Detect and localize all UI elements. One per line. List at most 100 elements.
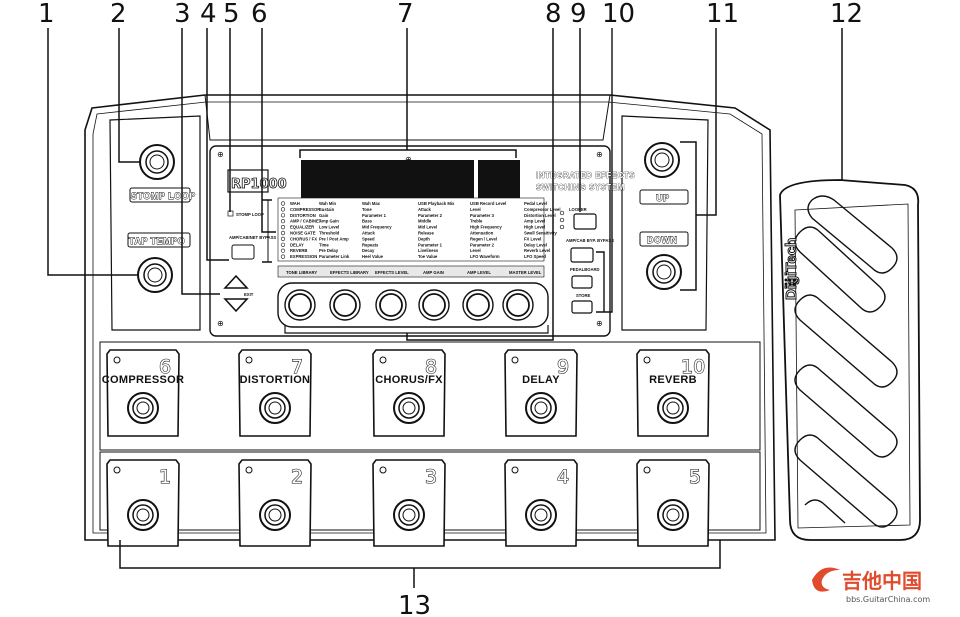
knob-label: EFFECTS LEVEL [375,270,409,275]
matrix-cell: Release [418,231,435,236]
callout-6: 6 [251,0,268,29]
amp-cab-bypass-right-button[interactable] [570,247,594,263]
pedalboard-button[interactable] [571,275,593,289]
knob-5[interactable] [462,289,494,321]
callout-numbers: 1 2 3 4 5 6 7 8 9 10 11 12 13 [38,0,863,617]
knob-label: MASTER LEVEL [509,270,542,275]
footswitch-label: CHORUS/FX [375,374,443,386]
matrix-cell: Decay [362,248,375,253]
matrix-led [280,248,286,253]
matrix-cell: Low Level [319,225,339,230]
tap-tempo-label: TAP TEMPO [129,236,185,246]
matrix-cell: Parameter 1 [418,242,443,247]
footswitch-label: DELAY [522,374,560,386]
matrix-cell: Level [470,207,481,212]
model-logo: RP1000 [231,177,287,192]
looper-leds [559,210,565,230]
matrix-cell: Treble [470,219,483,224]
tap-tempo-footswitch[interactable] [137,257,173,293]
leader-lines [47,28,843,588]
matrix-cell: Middle [418,219,432,224]
matrix-cell: Distortion Level [524,213,556,218]
matrix-cell: Pre / Post Amp [319,236,349,241]
up-footswitch[interactable] [644,142,680,178]
callout-7: 7 [397,0,414,29]
footswitch-number: 5 [689,466,701,488]
footswitch-number: 6 [159,356,171,378]
stomp-loop-label-box [129,187,191,203]
amp-cabinet-bypass-button[interactable] [231,244,255,260]
knob-3[interactable] [375,289,407,321]
matrix-frame [277,197,545,262]
knob-label: AMP GAIN [423,270,444,275]
matrix-cell: Toe Value [418,254,438,259]
tap-tempo-label-box [127,232,191,248]
stomp-loop-footswitch[interactable] [139,144,175,180]
matrix-cell: Parameter 3 [470,213,495,218]
footswitch-number: 4 [557,466,569,488]
looper-button[interactable] [573,213,597,230]
matrix-cell: Parameter 2 [418,213,443,218]
footswitch-led [511,466,519,474]
arrow-up-button[interactable] [223,274,249,289]
down-footswitch[interactable] [646,254,682,290]
callout-9: 9 [570,0,587,29]
knob-6[interactable] [502,289,534,321]
matrix-led [280,219,286,224]
left-module: STOMP LOOP TAP TEMPO [127,144,196,293]
knob-label: EFFECTS LIBRARY [330,270,369,275]
matrix-led [280,225,286,230]
callout-1: 1 [38,0,55,29]
footswitch-5[interactable]: 5 [636,459,710,547]
matrix-cell: Speed [362,236,375,241]
footswitch-number: 3 [425,466,437,488]
knob-1[interactable] [284,289,316,321]
matrix-cell: Amp Level [524,219,545,224]
store-button[interactable] [571,300,593,314]
footswitch-number: 2 [291,466,303,488]
panel-title-line1: INTEGRATED EFFECTS [536,171,635,180]
exit-label: EXIT [244,292,254,297]
knob-label: TONE LIBRARY [286,270,317,275]
matrix-cell: Wah Max [362,201,381,206]
stomp-loop-label: STOMP LOOP [131,191,196,201]
matrix-cell: USB Playback Mix [418,201,455,206]
matrix-row-label: DELAY [290,242,304,247]
footswitch-3[interactable]: 3 [372,459,446,547]
stomp-loop-led-label: STOMP LOOP [236,212,264,217]
matrix-row-label: EQUALIZER [290,225,314,230]
matrix-cell: Gain [319,213,329,218]
panel-screws: ⊕⊕ ⊕⊕ ⊕ [217,150,603,328]
matrix-led [280,207,286,212]
matrix-cell: USB Record Level [470,201,506,206]
arrow-down-button[interactable] [223,298,249,313]
footswitch-led [379,356,387,364]
matrix-row-label: AMP / CABINET [290,219,322,224]
footswitch-1[interactable]: 1 [106,459,180,547]
matrix-cell: Swell Sensitivity [524,231,557,236]
footswitch-2[interactable]: 2 [238,459,312,547]
matrix-cell: Tone [362,207,372,212]
matrix-cell: LFO Speed [524,254,547,259]
knob-4[interactable] [418,289,450,321]
svg-text:⊕: ⊕ [596,319,603,328]
callout-2: 2 [110,0,127,29]
down-label: DOWN [647,235,678,245]
matrix-cell: Bass [362,219,373,224]
matrix-cell: High Level [524,225,545,230]
arrow-buttons: EXIT [223,274,254,313]
footswitch-led [245,356,253,364]
footswitch-4[interactable]: 4 [504,459,578,547]
footswitch-led [379,466,387,474]
control-panel: RP1000 INTEGRATED EFFECTS SWITCHING SYST… [217,150,635,328]
amp-cabinet-bypass-label: AMP/CABINET BYPASS [229,235,276,240]
knob-2[interactable] [329,289,361,321]
expression-pedal[interactable]: DigiTech [779,179,921,541]
matrix-cell: Parameter Link [319,254,350,259]
